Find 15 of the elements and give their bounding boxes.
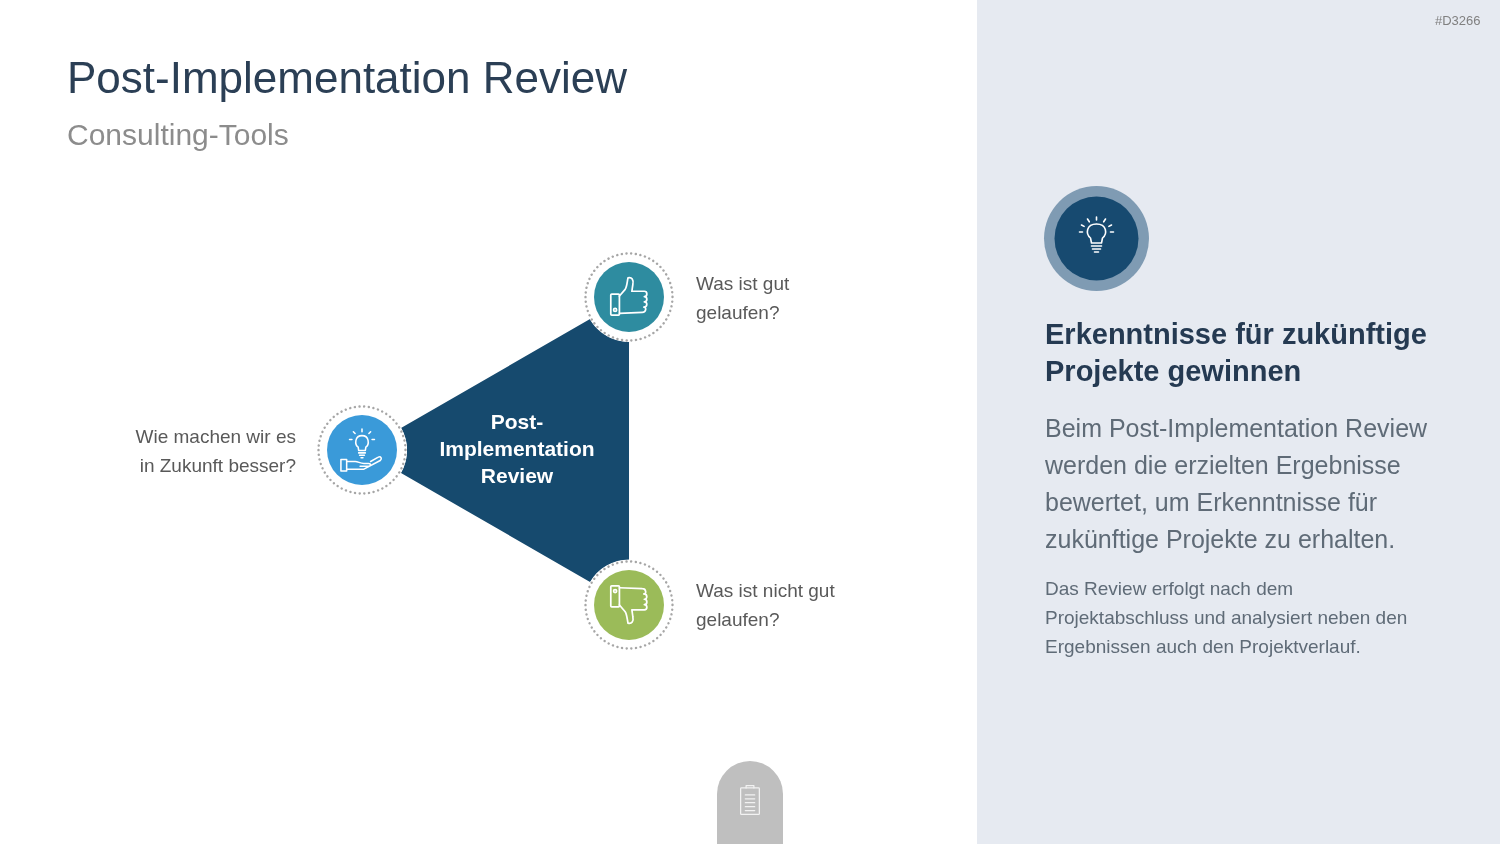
icon-circle xyxy=(317,405,407,495)
icon-circle xyxy=(584,252,674,342)
panel-heading: Erkenntnisse für zukünftige Projekte gewinnen xyxy=(1045,317,1428,389)
triangle-shape xyxy=(400,319,629,583)
side-panel xyxy=(977,0,1500,844)
slide-title: Post-Implementation Review xyxy=(67,52,627,104)
panel-text: Beim Post-Implementation Review werden die erzielten Ergebnisse bewertet, um Erkenntnisse für zukünftige Projekte zu erhalten. xyxy=(1045,413,1429,555)
center-title: Post-Implementation Review xyxy=(438,409,596,489)
reference-code: #D3266 xyxy=(1435,12,1481,30)
question-text: Was ist nicht gut gelaufen? xyxy=(696,579,836,632)
question-text: Wie machen wir es in Zukunft besser? xyxy=(134,425,296,478)
question-text: Was ist gut gelaufen? xyxy=(696,272,791,325)
subtitle: Consulting-Tools xyxy=(67,117,289,153)
icon-circle xyxy=(584,560,674,650)
panel-note: Das Review erfolgt nach dem Projektabschluss und analysiert neben den Ergebnissen auch den Projektverlauf. xyxy=(1045,577,1409,659)
